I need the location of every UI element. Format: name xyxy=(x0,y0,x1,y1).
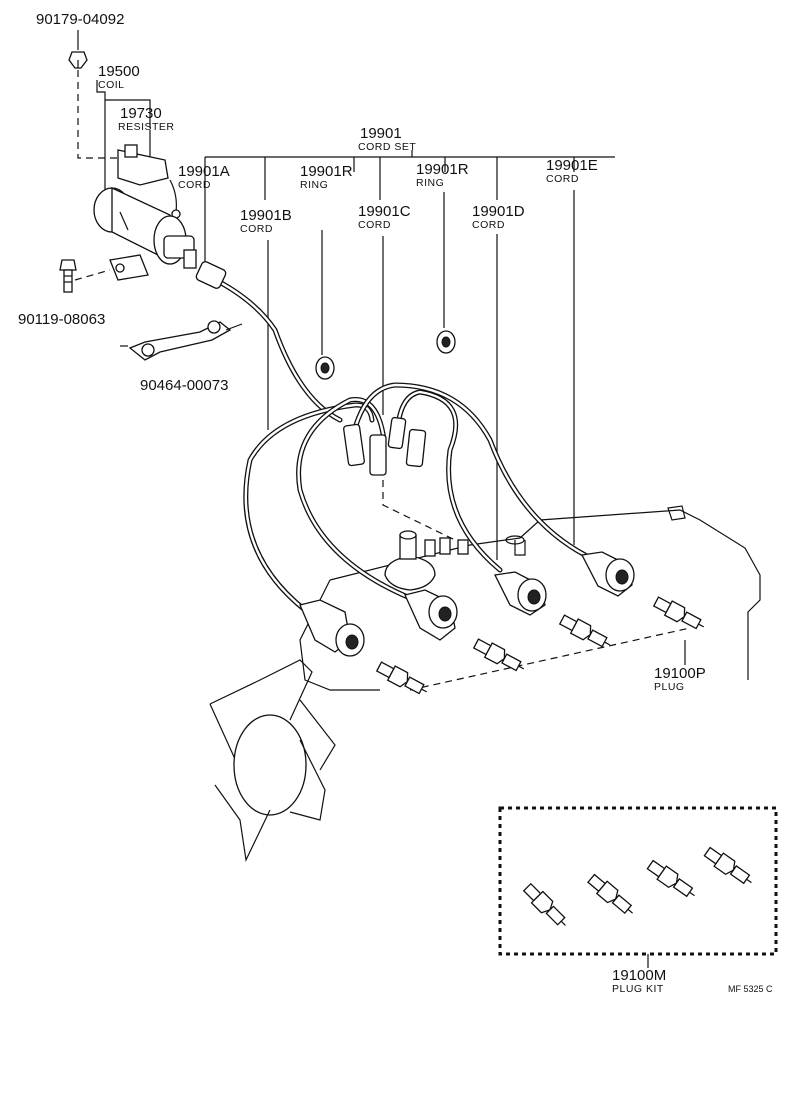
plug-kit-box xyxy=(498,806,778,968)
spark-plug-2 xyxy=(472,638,525,672)
drawing-code: MF 5325 C xyxy=(728,984,773,994)
kit-spark-plug-4 xyxy=(703,846,752,885)
coil-boot xyxy=(195,261,227,289)
leader-lines xyxy=(74,30,691,691)
label-cord-e-name: CORD xyxy=(546,173,579,185)
label-cord-c-name: CORD xyxy=(358,219,391,231)
distributor-icon xyxy=(384,530,469,591)
ring-2-icon xyxy=(436,330,456,354)
label-plug-kit-name: PLUG KIT xyxy=(612,983,664,995)
ignition-wires xyxy=(209,275,588,613)
kit-spark-plug-3 xyxy=(646,859,695,898)
label-resister-part-number: 19730 xyxy=(120,105,162,122)
label-bolt-part-number: 90119-08063 xyxy=(18,311,106,328)
kit-spark-plug-1 xyxy=(522,882,566,926)
label-plug-part-number: 19100P xyxy=(654,665,706,682)
label-coil-part-number: 19500 xyxy=(98,63,140,80)
label-ring-2-part-number: 19901R xyxy=(416,161,469,178)
bolt-icon xyxy=(59,259,77,293)
fan-icon xyxy=(209,659,336,863)
label-plug-kit-part-number: 19100M xyxy=(612,967,667,984)
label-cord-a-part-number: 19901A xyxy=(178,163,230,180)
label-cord-d-name: CORD xyxy=(472,219,505,231)
label-cord-b-part-number: 19901B xyxy=(240,207,292,224)
ignition-coil-icon xyxy=(93,186,197,281)
label-cordset-part-number: 19901 xyxy=(360,125,402,142)
plug-boot-3 xyxy=(494,571,547,616)
plug-boot-2 xyxy=(404,589,458,641)
spark-plug-1 xyxy=(375,661,428,695)
spark-plug-3 xyxy=(558,614,611,648)
ring-1-icon xyxy=(315,356,335,380)
resister-icon xyxy=(117,144,181,219)
label-cordset-name: CORD SET xyxy=(358,141,417,153)
plug-boot-1 xyxy=(299,599,365,657)
label-ring-1-part-number: 19901R xyxy=(300,163,353,180)
distributor-boots xyxy=(343,416,427,476)
label-clamp-part-number: 90464-00073 xyxy=(140,377,229,394)
label-resister-name: RESISTER xyxy=(118,121,175,133)
label-ring-1-name: RING xyxy=(300,179,329,191)
label-plug-name: PLUG xyxy=(654,681,685,693)
clamp-icon xyxy=(120,320,243,361)
label-cord-c-part-number: 19901C xyxy=(358,203,411,220)
nut-icon xyxy=(68,51,88,69)
spark-plug-4 xyxy=(652,596,705,630)
label-cord-a-name: CORD xyxy=(178,179,211,191)
plug-boot-4 xyxy=(581,551,635,597)
label-ring-2-name: RING xyxy=(416,177,445,189)
kit-spark-plug-2 xyxy=(587,873,633,915)
label-cord-d-part-number: 19901D xyxy=(472,203,525,220)
label-nut-part-number: 90179-04092 xyxy=(36,11,125,28)
label-coil-name: COIL xyxy=(98,79,125,91)
label-cord-e-part-number: 19901E xyxy=(546,157,598,174)
label-cord-b-name: CORD xyxy=(240,223,273,235)
